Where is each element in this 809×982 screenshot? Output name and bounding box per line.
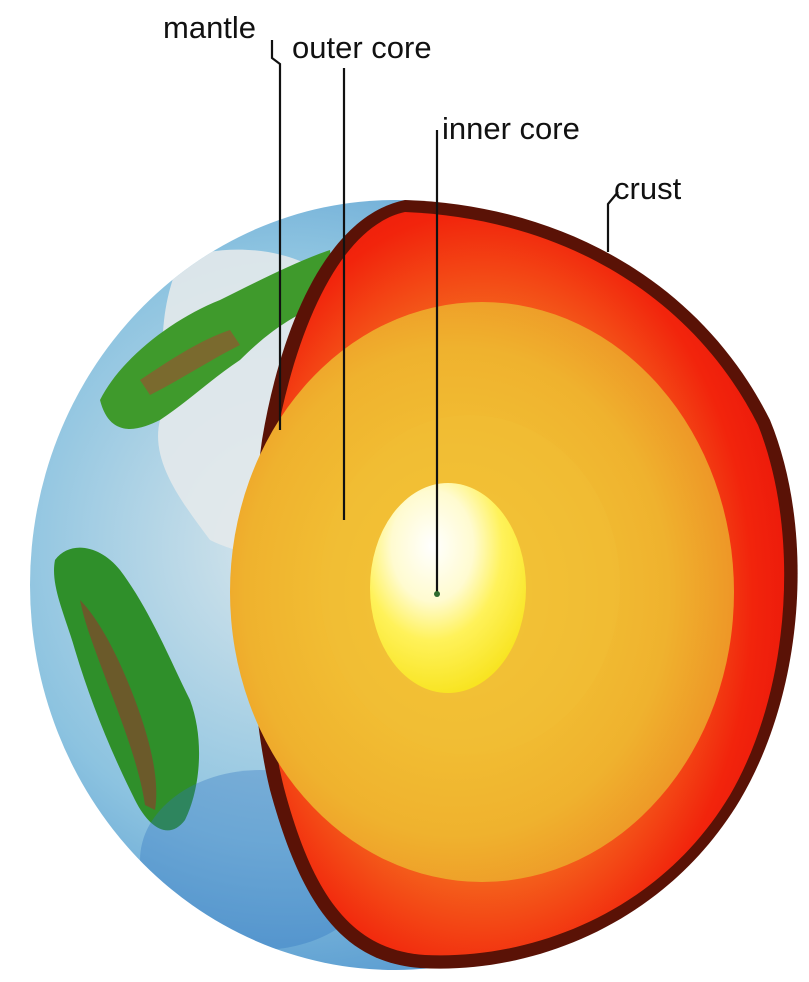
inner-core-pointer-dot [434, 591, 440, 597]
inner-core-layer [370, 483, 526, 693]
mantle-label: mantle [163, 10, 256, 45]
inner-core-label: inner core [442, 111, 580, 146]
crust-leader-line [606, 191, 619, 252]
mantle-leader-line [270, 40, 282, 430]
cutaway-section [230, 200, 798, 969]
outer-core-label: outer core [292, 30, 432, 65]
crust-label: crust [614, 171, 682, 206]
leader-lines [270, 40, 619, 597]
